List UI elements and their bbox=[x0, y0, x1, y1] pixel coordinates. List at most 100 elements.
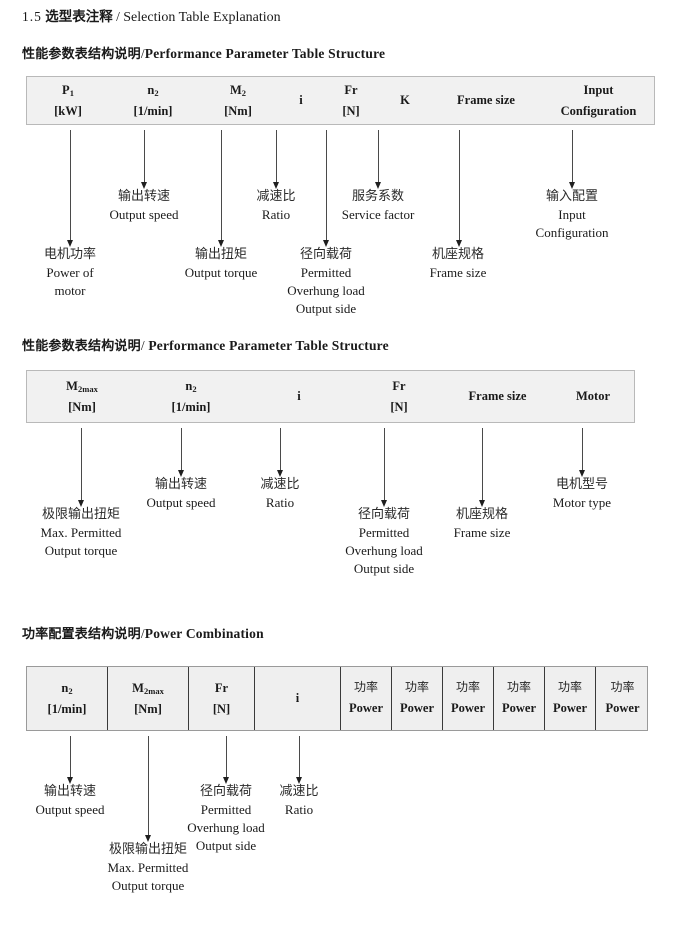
section-heading-1-cn: 性能参数表结构说明 bbox=[22, 47, 141, 62]
table2-col-frame-size-l1: Frame size bbox=[468, 389, 527, 404]
annotation-permitted-overhung-load-2: 径向载荷 Permitted Overhung load Output side bbox=[345, 507, 423, 576]
table1-col-fr-l1: Fr bbox=[344, 82, 358, 97]
annotation-max-permitted-output-torque-3: 极限输出扭矩 Max. Permitted Output torque bbox=[107, 842, 189, 893]
table3-col-n2-l1: n2 bbox=[61, 680, 73, 696]
table1-col-i: i bbox=[279, 77, 323, 124]
annotation-motor-type: 电机型号 Motor type bbox=[552, 477, 612, 510]
annotation-service-factor: 服务系数 Service factor bbox=[341, 189, 415, 222]
table1-col-fr-l2: [N] bbox=[342, 103, 360, 118]
annotation-output-torque: 输出扭矩 Output torque bbox=[184, 247, 258, 280]
table3-col-power-3-cn: 功率 bbox=[455, 680, 480, 695]
annotation-permitted-overhung-load-3: 径向载荷 Permitted Overhung load Output side bbox=[187, 784, 265, 853]
table2-col-fr-l1: Fr bbox=[392, 378, 406, 393]
table3-col-fr-l1: Fr bbox=[214, 680, 229, 695]
table1-col-input-configuration-l1: Input bbox=[583, 82, 614, 97]
table3-col-m2max-l2: [Nm] bbox=[134, 701, 162, 716]
table3-col-fr: Fr [N] bbox=[188, 667, 254, 730]
annotation-output-speed-1: 输出转速 Output speed bbox=[109, 189, 179, 222]
table1-col-input-configuration: Input Configuration bbox=[541, 77, 656, 124]
table2-col-i: i bbox=[245, 371, 353, 422]
table1-col-n2: n2 [1/min] bbox=[109, 77, 197, 124]
page-title: 1.5 选型表注释 / Selection Table Explanation bbox=[22, 5, 281, 26]
annotation-input-configuration: 输入配置 Input Configuration bbox=[535, 189, 609, 240]
table2-col-fr-l2: [N] bbox=[390, 399, 408, 414]
table1-col-frame-size: Frame size bbox=[431, 77, 541, 124]
table3-col-power-1-cn: 功率 bbox=[353, 680, 378, 695]
table3-col-power-2-cn: 功率 bbox=[404, 680, 429, 695]
table1-col-input-configuration-l2: Configuration bbox=[560, 103, 637, 118]
annotation-ratio-2: 减速比 Ratio bbox=[260, 477, 300, 510]
page-title-cn: 选型表注释 bbox=[45, 9, 113, 25]
section-heading-1-en: Performance Parameter Table Structure bbox=[144, 46, 386, 61]
annotation-ratio-1: 减速比 Ratio bbox=[256, 189, 296, 222]
table2-col-m2max-l2: [Nm] bbox=[68, 399, 96, 414]
table3-col-power-6: 功率 Power bbox=[595, 667, 649, 730]
section-heading-2-cn: 性能参数表结构说明 bbox=[22, 339, 141, 354]
section-heading-2: 性能参数表结构说明/ Performance Parameter Table S… bbox=[22, 335, 389, 354]
table1-col-frame-size-l1: Frame size bbox=[457, 93, 515, 108]
table2-col-fr: Fr [N] bbox=[353, 371, 445, 422]
table1-col-n2-l2: [1/min] bbox=[133, 103, 173, 118]
table2-col-n2: n2 [1/min] bbox=[137, 371, 245, 422]
table3-col-n2: n2 [1/min] bbox=[27, 667, 107, 730]
table3-col-power-5-cn: 功率 bbox=[557, 680, 582, 695]
annotation-output-speed-3: 输出转速 Output speed bbox=[35, 784, 105, 817]
table3-col-power-1-en: Power bbox=[348, 701, 383, 716]
table1-col-p1-l1: P1 bbox=[62, 82, 74, 98]
table1-col-k: K bbox=[379, 77, 431, 124]
table1-col-m2: M2 [Nm] bbox=[197, 77, 279, 124]
table3-col-power-4-cn: 功率 bbox=[506, 680, 531, 695]
table3-col-power-5-en: Power bbox=[552, 701, 587, 716]
table2-col-n2-l2: [1/min] bbox=[171, 399, 211, 414]
section-number: 1.5 bbox=[22, 9, 42, 24]
section-heading-3-en: Power Combination bbox=[144, 626, 264, 641]
table3-col-power-3: 功率 Power bbox=[442, 667, 493, 730]
table3-col-power-3-en: Power bbox=[450, 701, 485, 716]
table2-col-m2max: M2max [Nm] bbox=[27, 371, 137, 422]
table3-col-power-1: 功率 Power bbox=[340, 667, 391, 730]
table1-col-i-l1: i bbox=[299, 93, 303, 108]
table3-col-power-2-en: Power bbox=[399, 701, 434, 716]
section-heading-3: 功率配置表结构说明/Power Combination bbox=[22, 623, 264, 642]
table1-col-k-l1: K bbox=[400, 93, 410, 108]
section-heading-2-sep: / bbox=[140, 338, 145, 353]
table3-col-power-2: 功率 Power bbox=[391, 667, 442, 730]
table3-col-power-6-cn: 功率 bbox=[610, 680, 635, 695]
annotation-frame-size-1: 机座规格 Frame size bbox=[429, 247, 487, 280]
table2-col-motor: Motor bbox=[550, 371, 636, 422]
table1-col-m2-l1: M2 bbox=[229, 82, 247, 98]
table2-col-i-l1: i bbox=[297, 389, 301, 404]
annotation-output-speed-2: 输出转速 Output speed bbox=[146, 477, 216, 510]
table2-col-frame-size: Frame size bbox=[445, 371, 550, 422]
annotation-power-of-motor: 电机功率 Power of motor bbox=[43, 247, 97, 298]
table3-col-power-6-en: Power bbox=[605, 701, 640, 716]
table2-col-motor-l1: Motor bbox=[575, 389, 610, 404]
table1-col-n2-l1: n2 bbox=[147, 82, 159, 98]
section-heading-2-en: Performance Parameter Table Structure bbox=[148, 338, 389, 353]
section-heading-1: 性能参数表结构说明/Performance Parameter Table St… bbox=[22, 43, 385, 62]
annotation-frame-size-2: 机座规格 Frame size bbox=[453, 507, 511, 540]
table3-col-m2max: M2max [Nm] bbox=[107, 667, 188, 730]
table3-col-fr-l2: [N] bbox=[212, 701, 231, 716]
annotation-ratio-3: 减速比 Ratio bbox=[279, 784, 319, 817]
performance-parameter-table-1: P1 [kW] n2 [1/min] M2 [Nm] i Fr [N] K Fr… bbox=[26, 76, 655, 125]
table1-col-p1: P1 [kW] bbox=[27, 77, 109, 124]
table1-col-fr: Fr [N] bbox=[323, 77, 379, 124]
table1-col-p1-l2: [kW] bbox=[54, 103, 82, 118]
table3-col-i-l1: i bbox=[295, 691, 300, 706]
table3-col-n2-l2: [1/min] bbox=[47, 701, 87, 716]
annotation-max-permitted-output-torque-2: 极限输出扭矩 Max. Permitted Output torque bbox=[40, 507, 122, 558]
table1-col-m2-l2: [Nm] bbox=[224, 103, 252, 118]
page-title-en: Selection Table Explanation bbox=[123, 10, 281, 25]
table2-col-m2max-l1: M2max bbox=[66, 378, 98, 394]
section-heading-3-cn: 功率配置表结构说明 bbox=[22, 627, 141, 642]
annotation-permitted-overhung-load-1: 径向载荷 Permitted Overhung load Output side bbox=[287, 247, 365, 316]
section-heading-3-sep: / bbox=[140, 626, 145, 641]
title-separator: / bbox=[116, 9, 120, 24]
table3-col-power-4: 功率 Power bbox=[493, 667, 544, 730]
performance-parameter-table-2: M2max [Nm] n2 [1/min] i Fr [N] Frame siz… bbox=[26, 370, 635, 423]
table3-col-power-5: 功率 Power bbox=[544, 667, 595, 730]
power-combination-table: n2 [1/min] M2max [Nm] Fr [N] i 功率 Power … bbox=[26, 666, 648, 731]
table3-col-power-4-en: Power bbox=[501, 701, 536, 716]
table3-col-i: i bbox=[254, 667, 340, 730]
